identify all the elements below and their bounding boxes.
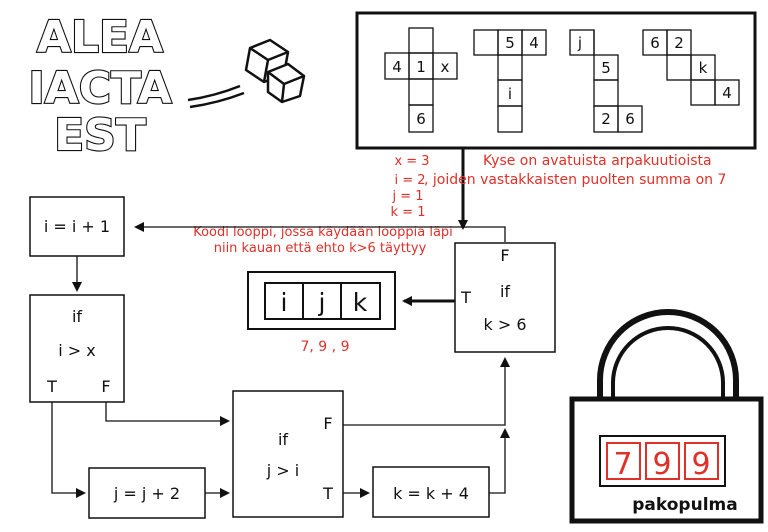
title-line-3: EST xyxy=(54,110,146,161)
net3-bottom-left: 2 xyxy=(601,110,611,128)
if2-if: if xyxy=(278,430,288,449)
value-i: i = 2 xyxy=(394,173,425,188)
if1-f: F xyxy=(101,377,110,396)
dice-net-4 xyxy=(642,29,740,106)
note-dice-line-1: Kyse on avatuista arpakuutioista xyxy=(483,153,712,169)
inc-i-label: i = i + 1 xyxy=(44,217,110,236)
net4-a: 6 xyxy=(650,34,660,52)
box-inc-j xyxy=(88,467,206,519)
output-cell-j: j xyxy=(318,288,326,317)
net2-middle: i xyxy=(508,85,512,103)
arrow-inc-k-to-if3 xyxy=(489,428,510,494)
net4-c: k xyxy=(699,59,708,77)
note-dice-line-2: , joiden vastakkaisten puolten summa on … xyxy=(424,172,726,188)
output-cells xyxy=(264,282,381,320)
dice-net-1 xyxy=(384,27,458,133)
net1-center: 1 xyxy=(416,58,426,76)
if3-t: T xyxy=(460,288,471,307)
output-result: 7, 9 , 9 xyxy=(301,339,350,355)
net2-top-mid: 5 xyxy=(505,34,515,52)
title-line-2: IACTA xyxy=(28,63,171,114)
arrow-if2-false xyxy=(343,357,510,426)
title-logo: ALEA IACTA EST xyxy=(27,11,173,162)
if3-f: F xyxy=(500,246,509,265)
if3-cond: k > 6 xyxy=(483,315,526,334)
arrow-loop-back xyxy=(134,222,506,242)
net2-top-right: 4 xyxy=(529,34,539,52)
if1-cond: i > x xyxy=(58,341,96,360)
dice-nets-frame xyxy=(355,11,757,150)
box-if-i-gt-x xyxy=(29,294,125,403)
net4-b: 2 xyxy=(674,34,684,52)
net3-top: j xyxy=(577,34,582,52)
net1-bottom: 6 xyxy=(416,110,426,128)
value-j: j = 1 xyxy=(391,189,423,204)
inc-k-label: k = k + 4 xyxy=(393,484,469,503)
arrow-if1-true xyxy=(51,402,86,498)
value-x: x = 3 xyxy=(394,154,429,169)
box-inc-k xyxy=(372,466,490,518)
if1-if: if xyxy=(72,307,82,326)
net3-bottom-right: 6 xyxy=(625,110,635,128)
if2-t: T xyxy=(322,484,333,503)
lock-digit-3: 9 xyxy=(691,447,710,482)
value-k: k = 1 xyxy=(391,205,426,220)
net1-right: x xyxy=(441,58,450,76)
lock-label: pakopulma xyxy=(632,495,737,515)
box-inc-i xyxy=(29,196,125,257)
lock-digit-1: 7 xyxy=(613,447,632,482)
if1-t: T xyxy=(46,377,57,396)
title-line-1: ALEA xyxy=(37,12,163,63)
if2-f: F xyxy=(323,414,332,433)
note-loop-line-2: niin kauan että ehto k>6 täyttyy xyxy=(214,241,427,256)
output-cell-i: i xyxy=(281,288,288,317)
dice-net-2 xyxy=(473,29,547,133)
dice-net-3 xyxy=(569,29,643,133)
net3-middle: 5 xyxy=(601,59,611,77)
box-if-k-gt-6 xyxy=(454,242,556,353)
net1-left: 4 xyxy=(392,58,402,76)
arrow-if1-false xyxy=(105,402,230,426)
note-loop-line-1: Koodi looppi, jossa käydään looppia läpi xyxy=(193,225,453,240)
net4-d: 4 xyxy=(722,84,732,102)
padlock-icon xyxy=(569,309,764,524)
lock-digit-2: 9 xyxy=(652,447,671,482)
output-cell-k: k xyxy=(353,288,368,317)
if2-cond: j > i xyxy=(266,461,299,480)
if3-if: if xyxy=(500,282,510,301)
dice-icon xyxy=(187,38,306,109)
box-if-j-gt-i xyxy=(232,390,344,518)
inc-j-label: j = j + 2 xyxy=(113,484,180,503)
